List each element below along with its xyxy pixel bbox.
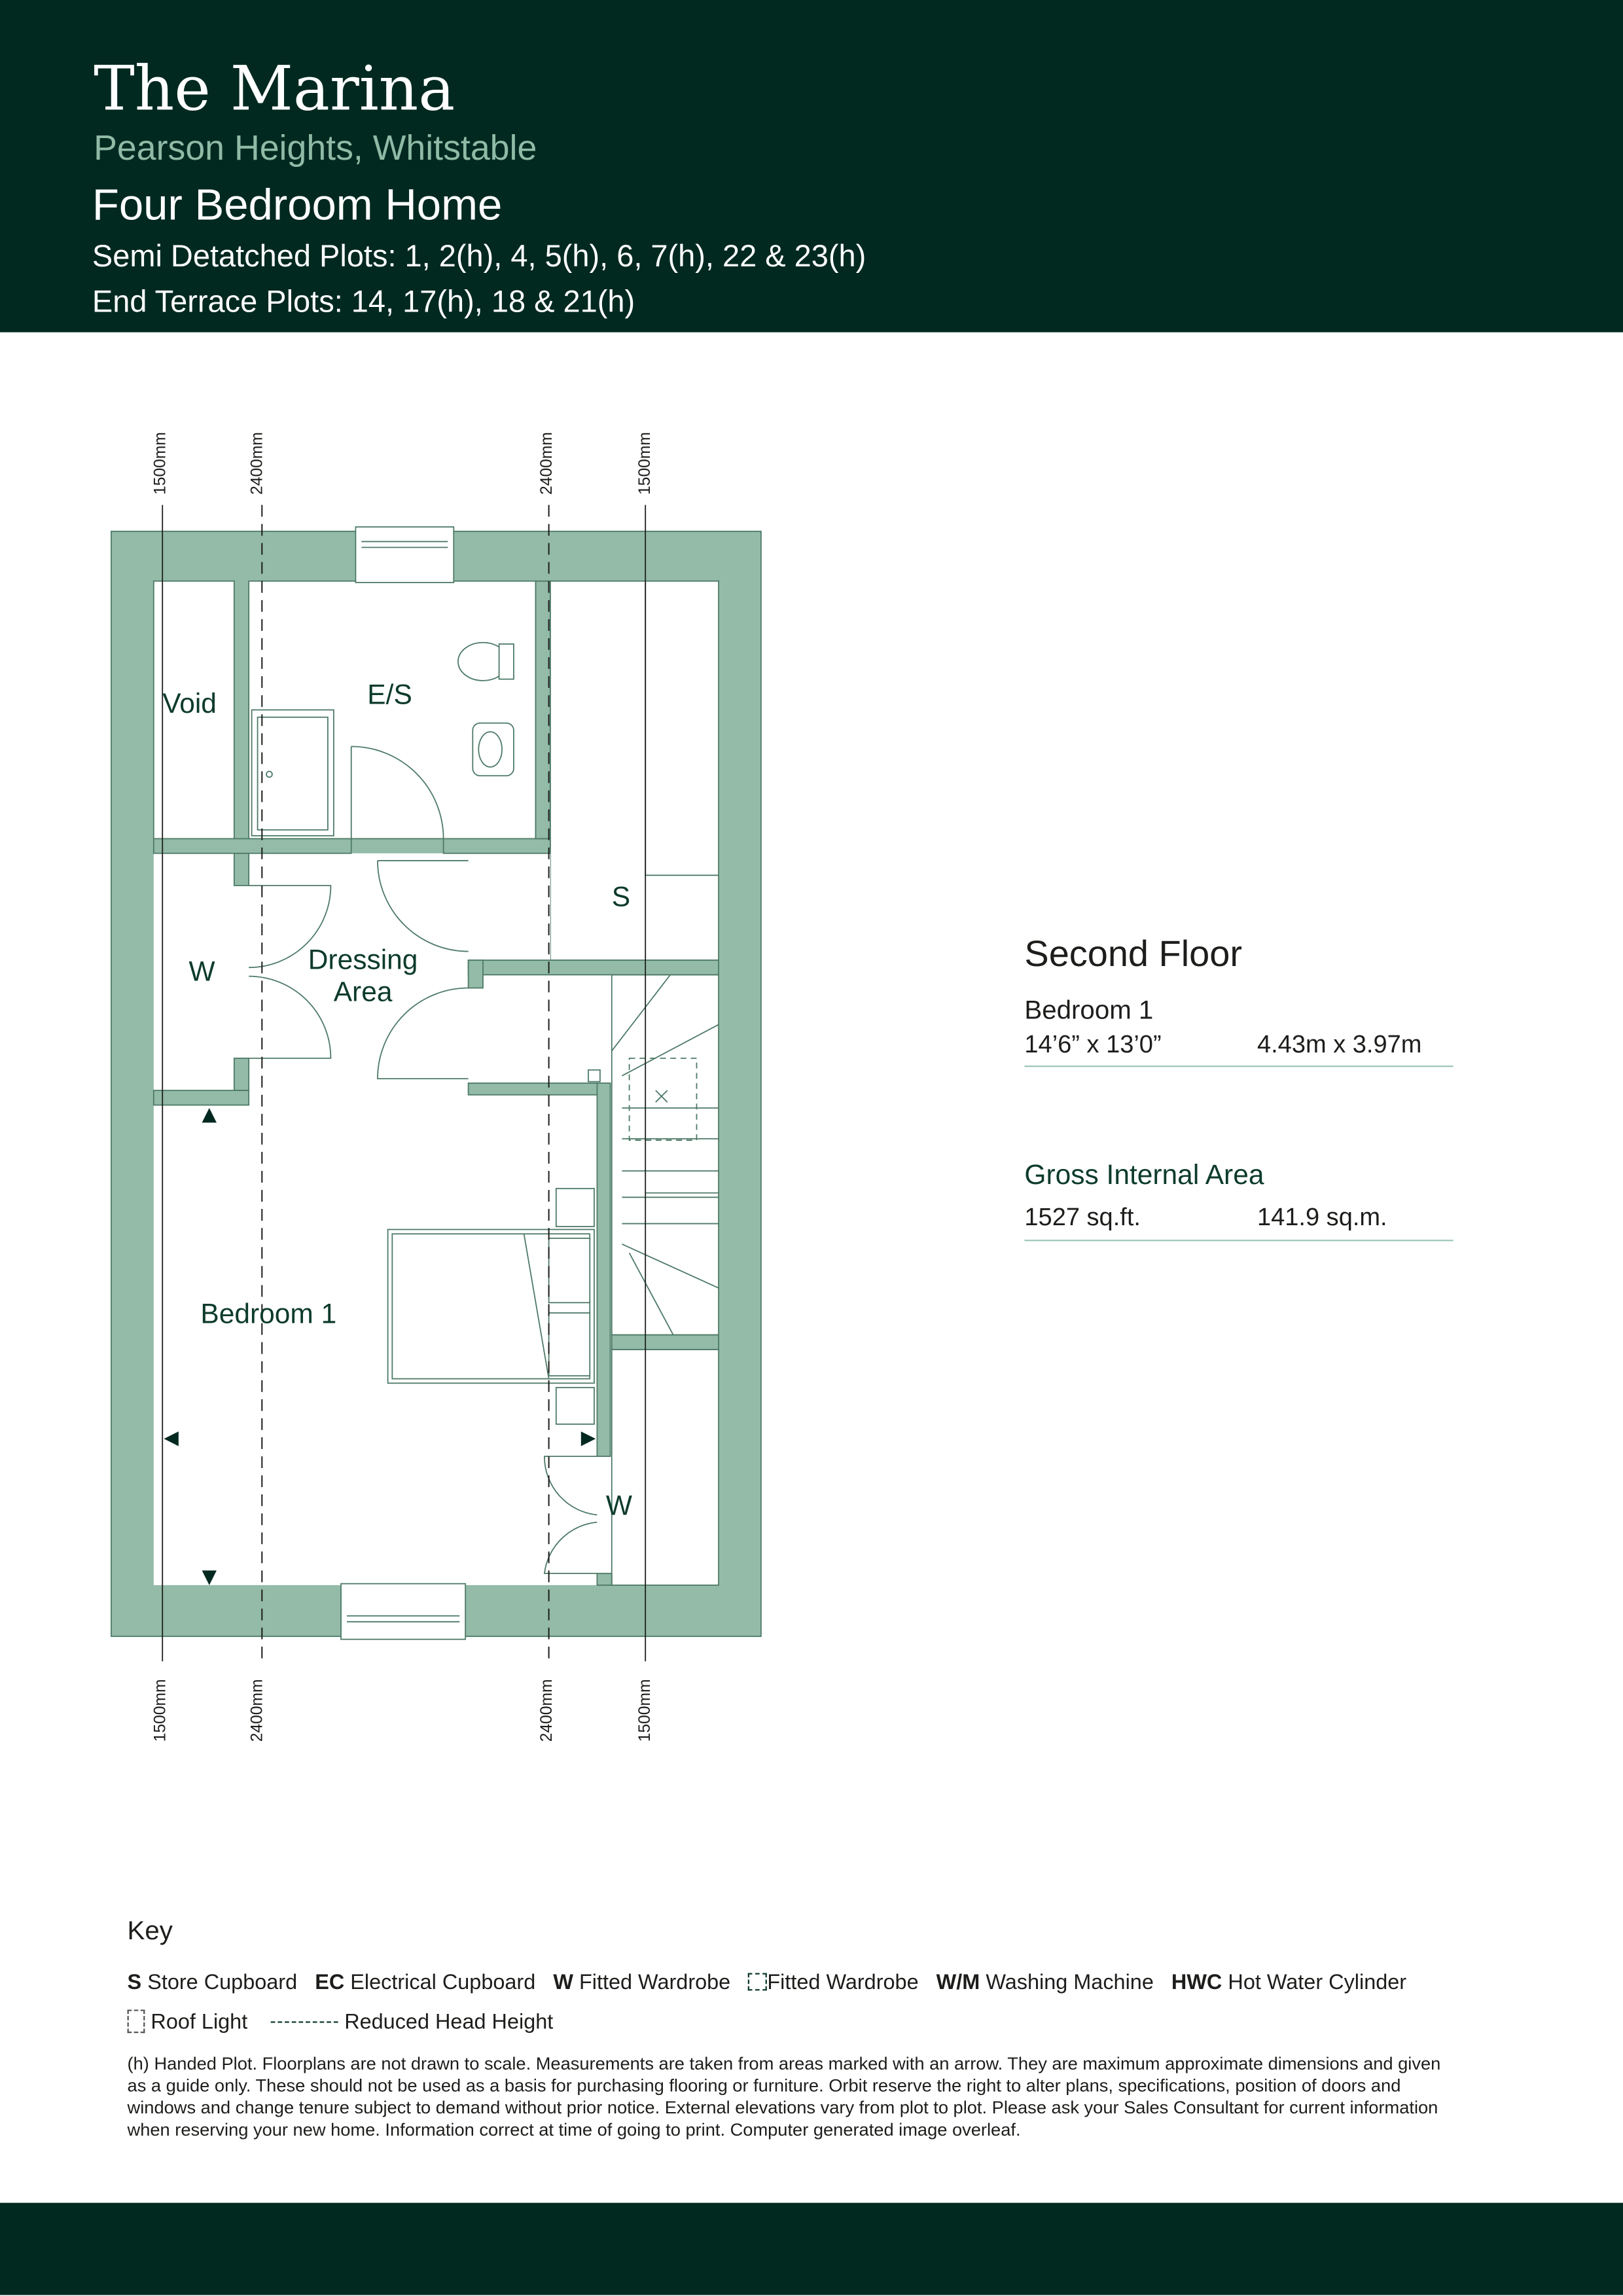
dim-top-3: 2400mm [538, 432, 556, 495]
dim-bottom-2: 2400mm [249, 1679, 267, 1742]
end-terrace-plots: End Terrace Plots: 14, 17(h), 18 & 21(h) [92, 285, 635, 319]
reduced-head-height-lines [261, 505, 550, 1662]
key-label: Fitted Wardrobe [579, 1971, 731, 1996]
dim-bottom-3: 2400mm [538, 1679, 556, 1742]
window-bottom [340, 1583, 467, 1640]
dim-top-4: 1500mm [636, 432, 654, 495]
divider [1024, 1240, 1454, 1242]
gia-title: Gross Internal Area [1024, 1160, 1264, 1192]
room-metric: 4.43m x 3.97m [1257, 1030, 1422, 1058]
key-code: S [127, 1971, 142, 1996]
home-type: Four Bedroom Home [92, 181, 503, 230]
room-label-wardrobe-left: W [188, 957, 215, 988]
arrow-left-icon [164, 1431, 179, 1446]
room-imperial: 14’6” x 13’0” [1024, 1030, 1162, 1058]
roof-light-icon [628, 1057, 698, 1141]
key-label: Roof Light [151, 2011, 248, 2035]
window-top [355, 526, 455, 583]
key-label: Electrical Cupboard [350, 1971, 536, 1996]
dim-top-2: 2400mm [249, 432, 267, 495]
stairs [588, 974, 719, 1336]
footer-band [0, 2202, 1623, 2295]
key-label: Store Cupboard [147, 1971, 298, 1996]
semi-detached-plots: Semi Detatched Plots: 1, 2(h), 4, 5(h), … [92, 240, 866, 274]
room-name: Bedroom 1 [1024, 995, 1154, 1025]
arrow-up-icon [202, 1107, 217, 1123]
fitted-wardrobe-dashed-icon [748, 1973, 768, 1991]
room-label-void: Void [162, 689, 217, 721]
key-code: W/M [936, 1971, 980, 1996]
room-label-store: S [611, 882, 631, 914]
key-label: Washing Machine [986, 1971, 1154, 1996]
room-label-bedroom-1: Bedroom 1 [200, 1299, 337, 1331]
void-area [152, 580, 235, 840]
development-title: The Marina [94, 52, 455, 125]
gia-imperial: 1527 sq.ft. [1024, 1203, 1141, 1231]
key-title: Key [127, 1916, 173, 1946]
key-code: HWC [1171, 1971, 1222, 1996]
gia-metric: 141.9 sq.m. [1257, 1203, 1387, 1231]
key-row-2: Roof Light Reduced Head Height [127, 2009, 554, 2035]
key-code: W [553, 1971, 573, 1996]
room-label-dressing-2: Area [333, 977, 393, 1009]
disclaimer: (h) Handed Plot. Floorplans are not draw… [127, 2053, 1441, 2140]
room-label-wardrobe-right: W [605, 1491, 632, 1522]
key-label: Fitted Wardrobe [767, 1971, 919, 1996]
sanitaryware [251, 641, 514, 836]
divider [1024, 1066, 1454, 1067]
store-area [549, 580, 719, 961]
doors [249, 745, 597, 1574]
arrow-down-icon [202, 1570, 217, 1585]
key-label: Reduced Head Height [344, 2011, 554, 2035]
dim-bottom-4: 1500mm [636, 1679, 654, 1742]
room-label-ensuite: E/S [367, 680, 412, 711]
reduced-head-height-icon [271, 2021, 339, 2023]
roof-light-icon [127, 2009, 145, 2034]
dim-bottom-1: 1500mm [152, 1679, 170, 1742]
key-label: Hot Water Cylinder [1228, 1971, 1407, 1996]
key-code: EC [315, 1971, 345, 1996]
location: Pearson Heights, Whitstable [94, 128, 537, 169]
bed [387, 1187, 595, 1425]
floor-title: Second Floor [1024, 933, 1242, 975]
dim-top-1: 1500mm [152, 432, 170, 495]
measurement-arrows [164, 1107, 596, 1585]
1500mm-lines [162, 505, 647, 1662]
arrow-right-icon [580, 1431, 596, 1446]
key-row-1: S Store Cupboard EC Electrical Cupboard … [128, 1971, 1407, 1995]
header-band: The Marina Pearson Heights, Whitstable F… [0, 0, 1623, 332]
room-label-dressing-1: Dressing [308, 945, 418, 977]
windows [340, 526, 467, 1640]
